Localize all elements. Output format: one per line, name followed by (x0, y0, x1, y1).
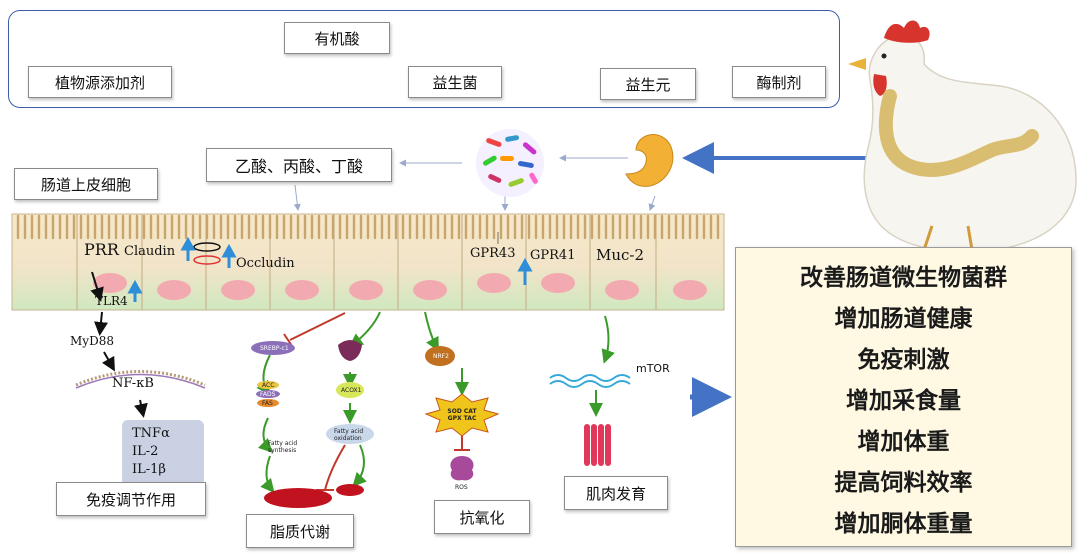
label-acox: ACOX1 (341, 387, 362, 394)
label-occludin: Occludin (236, 256, 295, 271)
label-immune-regulation: 免疫调节作用 (56, 482, 206, 516)
label-antioxidant: 抗氧化 (434, 500, 530, 534)
outcome-7: 增加胴体重量 (834, 511, 973, 537)
label-ros: ROS (455, 484, 468, 491)
label-gpr41: GPR41 (530, 248, 576, 263)
outcome-4: 增加采食量 (846, 388, 961, 414)
label-fa-synthesis: Fatty acid synthesis (268, 440, 298, 454)
microbe-cluster (476, 129, 544, 197)
label-nfkb: NF-κB (112, 376, 154, 391)
epithelium-cells (11, 213, 725, 311)
label-srebp: SREBP-c1 (260, 345, 289, 352)
label-muc2: Muc-2 (596, 246, 645, 264)
label-fa-oxidation: Fatty acid oxidation (334, 428, 364, 442)
label-epithelium: 肠道上皮细胞 (14, 168, 158, 200)
label-enzyme: 酶制剂 (732, 66, 826, 98)
label-fads: FADS (260, 391, 276, 398)
outcome-6: 提高饲料效率 (834, 470, 973, 496)
label-fas: FAS (262, 400, 273, 407)
label-tlr4: TLR4 (95, 294, 128, 308)
label-gpr43: GPR43 (470, 246, 516, 261)
outcome-5: 增加体重 (857, 429, 950, 455)
outcomes-panel: 改善肠道微生物菌群 增加肠道健康 免疫刺激 增加采食量 增加体重 提高饲料效率 … (735, 247, 1072, 547)
label-claudin: Claudin (124, 244, 176, 259)
label-tnfa: TNFα (132, 426, 170, 441)
label-myd88: MyD88 (70, 334, 114, 348)
label-organic-acid: 有机酸 (284, 22, 390, 54)
outcome-3: 免疫刺激 (857, 347, 950, 373)
label-mtor: mTOR (636, 362, 670, 375)
label-probiotic: 益生菌 (408, 66, 502, 98)
label-plant-additive: 植物源添加剂 (28, 66, 172, 98)
label-scfa: 乙酸、丙酸、丁酸 (206, 148, 392, 182)
stomach-icon (625, 134, 674, 187)
outcome-1: 改善肠道微生物菌群 (800, 265, 1007, 291)
label-antiox-enzymes: SOD CAT GPX TAC (447, 408, 477, 422)
label-il2: IL-2 (132, 444, 159, 459)
label-muscle-development: 肌肉发育 (564, 476, 668, 510)
label-nrf2: NRF2 (433, 353, 449, 360)
label-prebiotic: 益生元 (600, 68, 696, 100)
label-il1b: IL-1β (132, 462, 166, 477)
label-acc: ACC (262, 382, 275, 389)
outcome-2: 增加肠道健康 (834, 306, 973, 332)
label-prr: PRR (84, 240, 119, 259)
chicken-icon (848, 20, 1077, 256)
label-lipid-metabolism: 脂质代谢 (246, 514, 354, 548)
